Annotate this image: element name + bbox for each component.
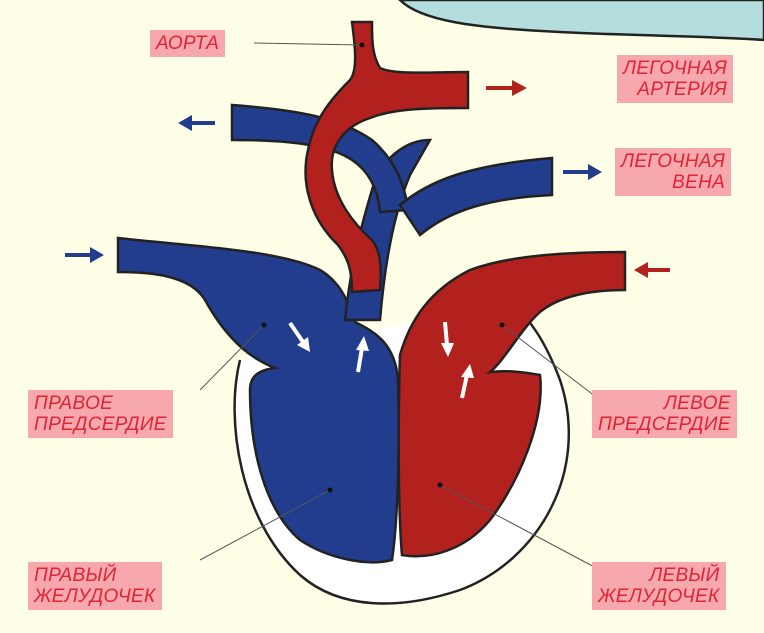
arrow-vena-cava-in [65,247,104,263]
label-right-ventricle: ПРАВЫЙ ЖЕЛУДОЧЕК [28,562,162,610]
label-pulmonary-vein-line2: ВЕНА [621,172,725,193]
label-aorta-text: АОРТА [156,33,219,54]
label-aorta: АОРТА [150,30,225,57]
label-pulmonary-artery: ЛЕГОЧНАЯ АРТЕРИЯ [617,55,733,103]
label-left-ventricle-line1: ЛЕВЫЙ [598,565,720,586]
label-left-atrium-line2: ПРЕДСЕРДИЕ [598,414,731,435]
label-right-ventricle-line1: ПРАВЫЙ [34,565,156,586]
arrow-vena-cava-superior-out [178,115,215,131]
label-left-ventricle: ЛЕВЫЙ ЖЕЛУДОЧЕК [592,562,726,610]
arrow-pulmonary-vein-out [563,164,602,180]
vessel-blue-right [400,158,552,235]
arrow-left-in [634,262,670,278]
label-left-atrium: ЛЕВОЕ ПРЕДСЕРДИЕ [592,390,737,438]
label-pulmonary-vein: ЛЕГОЧНАЯ ВЕНА [615,148,731,196]
label-left-ventricle-line2: ЖЕЛУДОЧЕК [598,586,720,607]
label-pulmonary-artery-line1: ЛЕГОЧНАЯ [623,58,727,79]
label-pulmonary-artery-line2: АРТЕРИЯ [623,79,727,100]
callout-bubble [400,0,764,40]
label-right-ventricle-line2: ЖЕЛУДОЧЕК [34,586,156,607]
label-left-atrium-line1: ЛЕВОЕ [598,393,731,414]
label-pulmonary-vein-line1: ЛЕГОЧНАЯ [621,151,725,172]
label-right-atrium-line1: ПРАВОЕ [34,393,167,414]
label-right-atrium: ПРАВОЕ ПРЕДСЕРДИЕ [28,390,173,438]
label-right-atrium-line2: ПРЕДСЕРДИЕ [34,414,167,435]
arrow-pulmonary-artery-out [486,80,527,96]
